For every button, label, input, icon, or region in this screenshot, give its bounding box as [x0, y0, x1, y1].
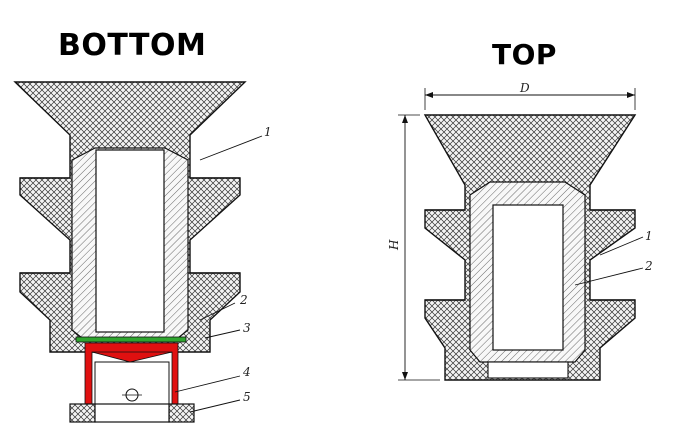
diameter-label: D — [519, 81, 530, 95]
top-cavity — [492, 204, 564, 351]
top-assembly: D H 1 2 — [387, 81, 653, 381]
bottom-bore — [95, 149, 165, 333]
callout-bottom-1: 1 — [264, 125, 272, 139]
green-ring — [75, 336, 187, 343]
callout-bottom-4: 4 — [242, 365, 251, 379]
callout-bottom-5: 5 — [243, 390, 251, 404]
base-flange-left — [69, 403, 96, 423]
height-label: H — [387, 239, 401, 251]
callout-top-1: 1 — [645, 229, 653, 243]
callout-bottom-3: 3 — [243, 321, 251, 335]
callout-top-2: 2 — [644, 259, 653, 273]
base-flange-right — [168, 403, 195, 423]
bottom-title: BOTTOM — [58, 28, 207, 63]
base-flange-center — [94, 403, 170, 423]
top-foot — [487, 361, 569, 379]
callout-bottom-2: 2 — [239, 293, 248, 307]
top-title: TOP — [492, 38, 557, 71]
bottom-assembly: 1 2 3 4 5 — [13, 81, 272, 423]
